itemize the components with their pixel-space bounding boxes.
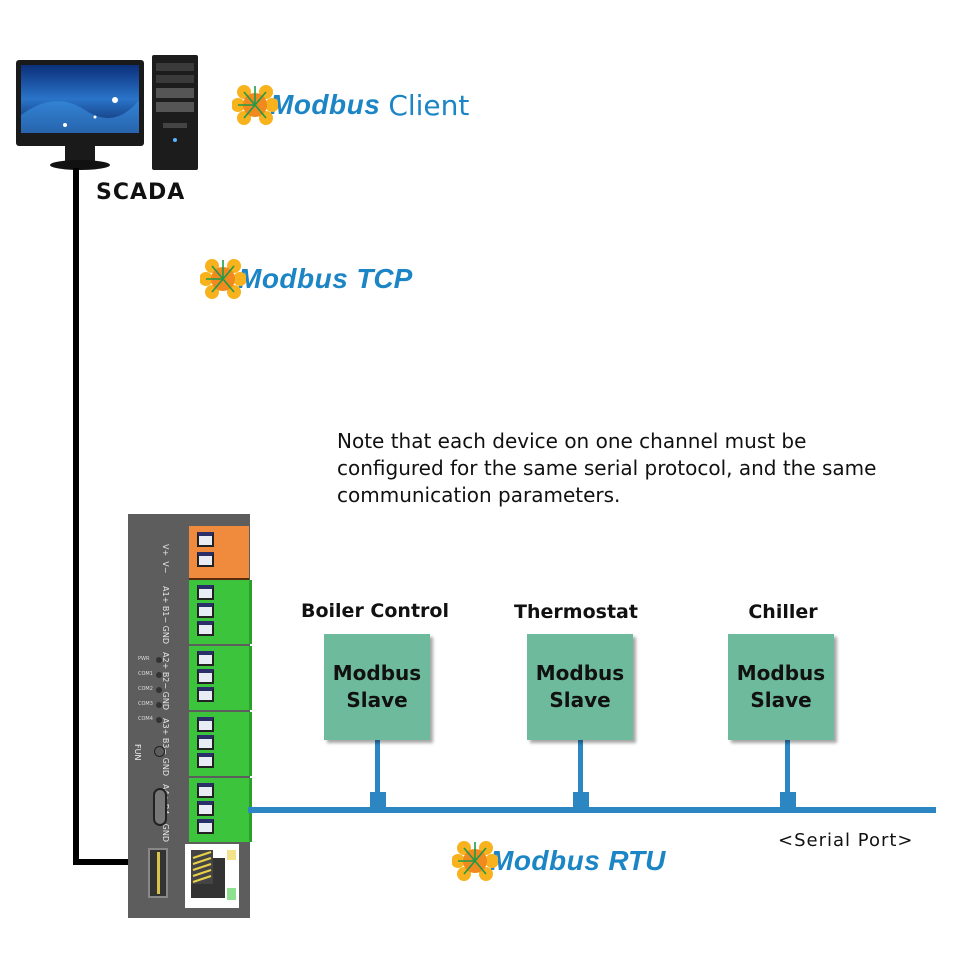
fun-label: FUN bbox=[133, 744, 142, 761]
led-pwr bbox=[156, 657, 162, 663]
led-com3 bbox=[156, 702, 162, 708]
modbus-slave-thermostat[interactable]: Modbus Slave bbox=[527, 634, 633, 740]
modbus-client-logo: Modbus Client bbox=[231, 82, 470, 128]
modbus-brand: Modbus bbox=[238, 263, 349, 294]
tcp-label: TCP bbox=[356, 263, 413, 294]
ethernet-cable-vertical bbox=[73, 168, 79, 865]
client-label: Client bbox=[388, 88, 470, 122]
serial-port-label: <Serial Port> bbox=[778, 830, 914, 851]
rtu-label: RTU bbox=[608, 845, 666, 876]
device-title-thermostat: Thermostat bbox=[514, 601, 638, 623]
bus-drop-1 bbox=[375, 740, 380, 808]
bus-tap-3 bbox=[780, 792, 796, 810]
power-terminal bbox=[189, 526, 249, 582]
modbus-rtu-logo: Modbus RTU bbox=[451, 838, 666, 884]
bus-tap-1 bbox=[370, 792, 386, 810]
modbus-tcp-logo: Modbus TCP bbox=[199, 256, 413, 302]
ethernet-port[interactable] bbox=[185, 844, 239, 908]
modbus-brand: Modbus bbox=[270, 89, 381, 120]
note-text: Note that each device on one channel mus… bbox=[337, 429, 877, 507]
usb-a-port[interactable] bbox=[148, 848, 168, 898]
device-title-chiller: Chiller bbox=[748, 601, 818, 623]
modbus-slave-chiller[interactable]: Modbus Slave bbox=[728, 634, 834, 740]
led-label-com2: COM2 bbox=[138, 686, 153, 692]
led-label-com3: COM3 bbox=[138, 701, 153, 707]
scada-label: SCADA bbox=[96, 180, 186, 205]
serial-terminal-1[interactable] bbox=[189, 580, 252, 644]
usb-c-port[interactable] bbox=[153, 788, 167, 826]
modbus-slave-boiler-control[interactable]: Modbus Slave bbox=[324, 634, 430, 740]
scada-computer bbox=[15, 55, 205, 175]
power-pin-labels: V+ V− bbox=[161, 544, 170, 574]
fun-button[interactable] bbox=[154, 746, 165, 757]
led-com4 bbox=[156, 717, 162, 723]
modbus-brand: Modbus bbox=[490, 845, 601, 876]
rs485-bus-line bbox=[248, 807, 936, 813]
modbus-logo-icon bbox=[451, 838, 499, 884]
computer-icon bbox=[16, 55, 198, 170]
led-label-pwr: PWR bbox=[138, 656, 150, 662]
device-title-boiler-control: Boiler Control bbox=[301, 600, 449, 622]
led-com1 bbox=[156, 672, 162, 678]
modbus-logo-icon bbox=[199, 256, 247, 302]
serial-terminal-4[interactable] bbox=[189, 778, 252, 842]
led-label-com1: COM1 bbox=[138, 671, 153, 677]
channel-2-pin-labels: A2+ B2− GND bbox=[161, 652, 170, 710]
modbus-logo-icon bbox=[231, 82, 279, 128]
bus-drop-3 bbox=[785, 740, 790, 808]
serial-terminal-2[interactable] bbox=[189, 646, 252, 710]
gateway-device: V+ V− A1+ B1− GND A2+ B2− GND A3+ B3− GN… bbox=[128, 514, 252, 918]
bus-drop-2 bbox=[578, 740, 583, 808]
serial-terminal-3[interactable] bbox=[189, 712, 252, 776]
led-label-com4: COM4 bbox=[138, 716, 153, 722]
led-com2 bbox=[156, 687, 162, 693]
channel-1-pin-labels: A1+ B1− GND bbox=[161, 586, 170, 644]
bus-tap-2 bbox=[573, 792, 589, 810]
